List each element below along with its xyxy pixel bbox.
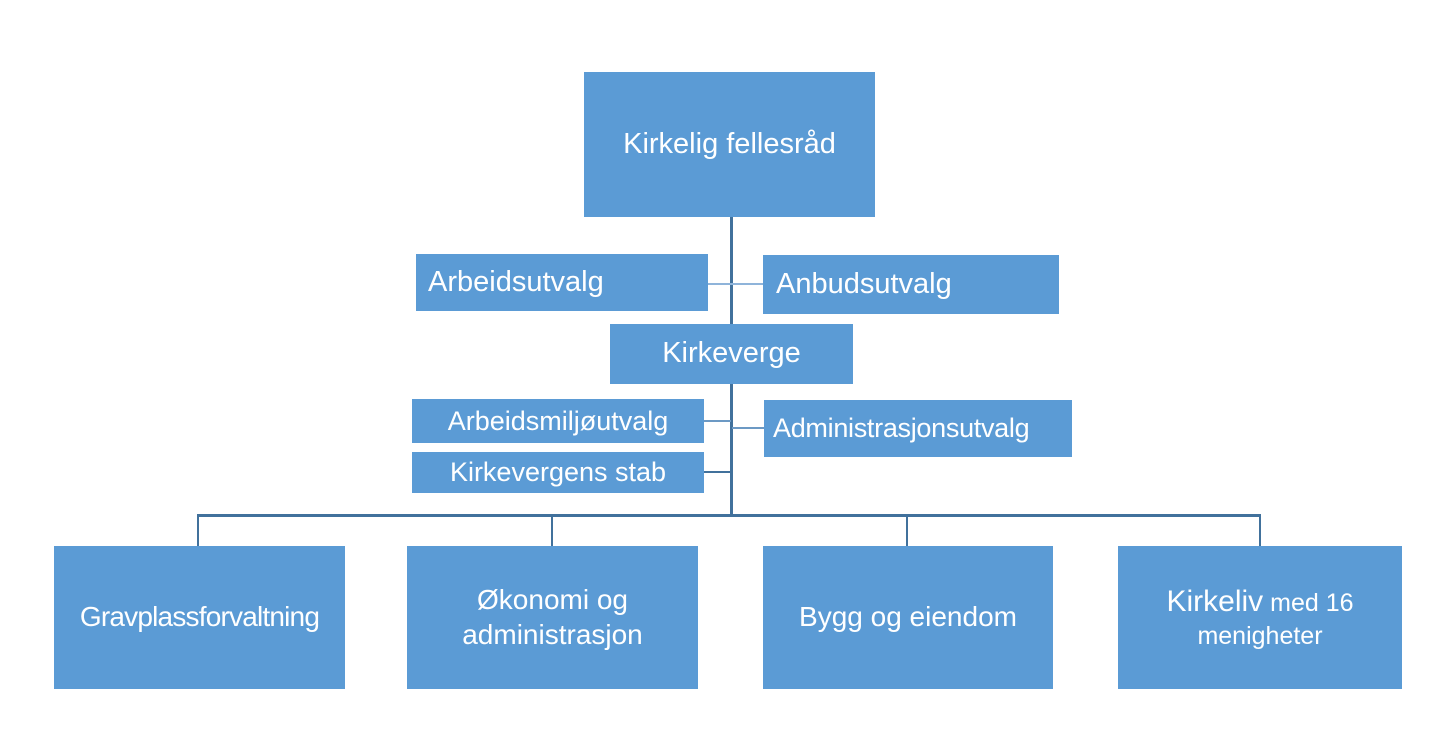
org-node-label-suffix: med 16 [1263, 588, 1354, 617]
connector-trunk-upper [730, 216, 733, 325]
org-node-label: Arbeidsmiljøutvalg [447, 405, 669, 436]
org-node-label: Bygg og eiendom [799, 601, 1017, 633]
org-node-administrasjonsutvalg: Administrasjonsutvalg [764, 400, 1072, 457]
org-node-kirkevergens-stab: Kirkevergens stab [412, 452, 704, 493]
org-node-label: Kirkelig fellesråd [623, 127, 836, 160]
org-node-label: Gravplassforvaltning [79, 601, 320, 633]
org-node-label: Kirkevergens stab [449, 457, 667, 488]
org-node-label: Arbeidsutvalg [428, 265, 604, 298]
org-node-label-line2: menigheter [1197, 621, 1323, 650]
org-node-label: Økonomi og administrasjon [462, 584, 643, 650]
connector-arbeidsutvalg-anbudsutvalg [708, 283, 763, 285]
org-node-label: Kirkeverge [662, 337, 801, 370]
connector-kirkevergens-stab [703, 471, 731, 473]
org-node-arbeidsmiljoutvalg: Arbeidsmiljøutvalg [412, 399, 704, 443]
connector-drop-kirkeliv [1259, 514, 1261, 546]
connector-drop-bygg [906, 514, 908, 546]
connector-arbeidsmiljoutvalg [704, 420, 731, 422]
org-node-arbeidsutvalg: Arbeidsutvalg [416, 254, 708, 311]
connector-departments-rail [197, 514, 1261, 517]
org-node-label-emphasis: Kirkeliv [1166, 584, 1264, 618]
org-node-label: Kirkeliv med 16 menigheter [1166, 584, 1353, 651]
org-node-kirkeliv-med-16-menigheter: Kirkeliv med 16 menigheter [1118, 546, 1402, 689]
connector-drop-okonomi [551, 514, 553, 546]
org-node-kirkeverge: Kirkeverge [610, 324, 853, 384]
org-node-bygg-og-eiendom: Bygg og eiendom [763, 546, 1053, 689]
org-node-label: Anbudsutvalg [776, 267, 952, 300]
org-node-label: Administrasjonsutvalg [773, 413, 1030, 444]
org-node-okonomi-og-administrasjon: Økonomi og administrasjon [407, 546, 698, 689]
connector-administrasjonsutvalg [732, 427, 764, 429]
connector-drop-gravplassforvaltning [197, 514, 199, 546]
org-node-anbudsutvalg: Anbudsutvalg [763, 255, 1059, 314]
org-node-kirkelig-fellesrad: Kirkelig fellesråd [584, 72, 875, 217]
connector-trunk-lower [730, 384, 733, 515]
org-node-gravplassforvaltning: Gravplassforvaltning [54, 546, 345, 689]
